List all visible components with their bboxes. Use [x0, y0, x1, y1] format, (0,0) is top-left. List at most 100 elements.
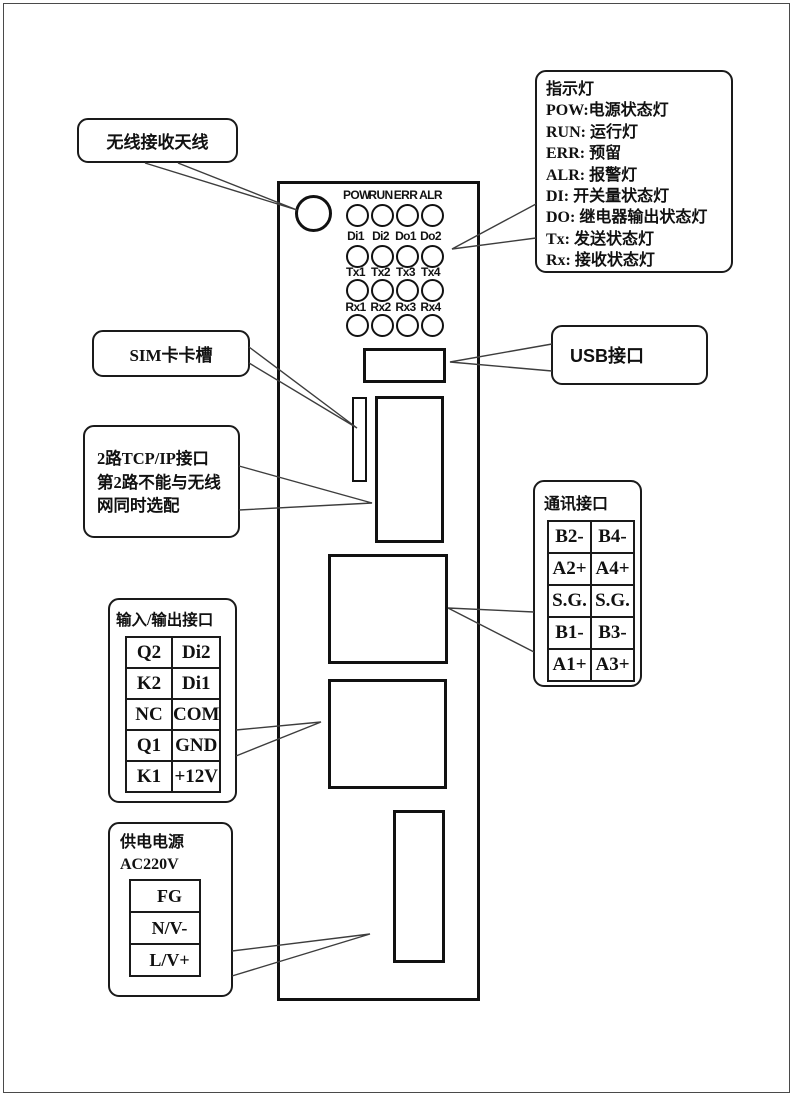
led-label: Rx1 — [345, 300, 366, 314]
table-row: A1+ A3+ — [547, 648, 635, 682]
led-circles-row-3 — [343, 279, 444, 302]
power-callout: 供电电源 AC220V FG N/V- L/V+ — [108, 822, 233, 997]
io-pin-cell: COM — [170, 698, 222, 731]
comm-pin-cell: A4+ — [590, 552, 635, 586]
indicator-legend-title: 指示灯 — [546, 81, 595, 98]
indicator-legend-line: DO: 继电器输出状态灯 — [546, 209, 708, 227]
led-indicator — [418, 245, 444, 268]
comm-pin-cell: A3+ — [590, 648, 635, 682]
power-connector — [393, 810, 445, 963]
comm-port-block — [328, 554, 448, 664]
io-pin-cell: NC — [125, 698, 173, 731]
led-indicator — [343, 245, 369, 268]
comm-pin-cell: S.G. — [547, 584, 592, 618]
page-border — [3, 3, 790, 1093]
io-port-block — [328, 679, 447, 789]
led-circles-row-1 — [343, 204, 444, 227]
table-row: A2+ A4+ — [547, 552, 635, 586]
led-label: POW — [343, 188, 370, 202]
io-callout: 输入/输出接口 Q2 Di2 K2 Di1 NC COM Q1 GND K1 +… — [108, 598, 237, 803]
led-indicator — [368, 279, 394, 302]
led-label: Rx2 — [370, 300, 391, 314]
led-indicator — [393, 245, 419, 268]
io-pin-cell: GND — [170, 729, 222, 762]
comm-pin-cell: S.G. — [590, 584, 635, 618]
table-row: K1 +12V — [125, 760, 222, 793]
led-label: Di1 — [347, 229, 364, 243]
led-labels-row-3: Tx1 Tx2 Tx3 Tx4 — [343, 265, 443, 279]
indicator-legend-line: Rx: 接收状态灯 — [546, 252, 655, 270]
tcpip-port — [375, 396, 444, 543]
led-indicator — [393, 314, 419, 337]
power-pin-cell: N/V- — [129, 911, 201, 945]
led-label: Di2 — [372, 229, 389, 243]
comm-pin-cell: B4- — [590, 520, 635, 554]
led-indicator — [418, 314, 444, 337]
usb-port — [363, 348, 446, 383]
led-circles-row-4 — [343, 314, 444, 337]
usb-callout-label: USB接口 — [570, 346, 645, 366]
table-row: B2- B4- — [547, 520, 635, 554]
led-label: ALR — [419, 188, 442, 202]
io-pin-cell: K2 — [125, 667, 173, 700]
antenna-callout: 无线接收天线 — [77, 118, 238, 163]
io-pin-cell: Di2 — [170, 636, 222, 669]
led-indicator — [343, 279, 369, 302]
io-pin-cell: K1 — [125, 760, 173, 793]
led-label: Rx4 — [420, 300, 441, 314]
comm-callout: 通讯接口 B2- B4- A2+ A4+ S.G. S.G. B1- B3- A… — [533, 480, 642, 687]
table-row: Q1 GND — [125, 729, 222, 762]
indicator-legend-line: POW:电源状态灯 — [546, 102, 669, 120]
indicator-legend-line: ERR: 预留 — [546, 145, 622, 163]
led-indicator — [368, 245, 394, 268]
led-label: Tx3 — [396, 265, 415, 279]
sim-callout-label: SIM卡卡槽 — [129, 346, 213, 365]
indicator-legend-line: Tx: 发送状态灯 — [546, 230, 655, 248]
table-row: L/V+ — [129, 943, 201, 977]
tcpip-callout-line: 第2路不能与无线 — [97, 472, 221, 492]
comm-pin-table: B2- B4- A2+ A4+ S.G. S.G. B1- B3- A1+ A3… — [547, 520, 635, 682]
table-row: FG — [129, 879, 201, 913]
led-indicator — [343, 204, 369, 227]
table-row: B1- B3- — [547, 616, 635, 650]
comm-pin-cell: A2+ — [547, 552, 592, 586]
led-label: Tx4 — [421, 265, 440, 279]
indicator-legend-line: RUN: 运行灯 — [546, 123, 638, 141]
comm-pin-cell: B3- — [590, 616, 635, 650]
io-pin-cell: Q1 — [125, 729, 173, 762]
sim-card-slot — [352, 397, 367, 482]
tcpip-callout: 2路TCP/IP接口 第2路不能与无线 网同时选配 — [83, 425, 240, 538]
power-pin-table: FG N/V- L/V+ — [129, 879, 201, 977]
antenna-callout-label: 无线接收天线 — [106, 133, 209, 152]
led-indicator — [343, 314, 369, 337]
led-labels-row-1: POW RUN ERR ALR — [343, 188, 443, 202]
io-pin-cell: Di1 — [170, 667, 222, 700]
led-labels-row-4: Rx1 Rx2 Rx3 Rx4 — [343, 300, 443, 314]
comm-pin-cell: A1+ — [547, 648, 592, 682]
led-circles-row-2 — [343, 245, 444, 268]
power-callout-title: 供电电源 — [120, 834, 185, 851]
tcpip-callout-line: 网同时选配 — [97, 496, 180, 515]
table-row: Q2 Di2 — [125, 636, 222, 669]
power-callout-subtitle: AC220V — [120, 856, 179, 873]
table-row: K2 Di1 — [125, 667, 222, 700]
led-label: Rx3 — [395, 300, 416, 314]
led-label: RUN — [368, 188, 393, 202]
led-label: Do2 — [420, 229, 441, 243]
indicator-legend-line: DI: 开关量状态灯 — [546, 188, 670, 206]
io-callout-title: 输入/输出接口 — [116, 612, 214, 629]
table-row: NC COM — [125, 698, 222, 731]
table-row: N/V- — [129, 911, 201, 945]
table-row: S.G. S.G. — [547, 584, 635, 618]
led-label: ERR — [393, 188, 418, 202]
led-indicator — [368, 314, 394, 337]
io-pin-cell: Q2 — [125, 636, 173, 669]
power-pin-cell: FG — [129, 879, 201, 913]
comm-callout-title: 通讯接口 — [544, 496, 609, 513]
led-label: Tx2 — [371, 265, 390, 279]
sim-callout: SIM卡卡槽 — [92, 330, 250, 377]
power-pin-cell: L/V+ — [129, 943, 201, 977]
led-indicator — [393, 279, 419, 302]
io-pin-cell: +12V — [170, 760, 222, 793]
